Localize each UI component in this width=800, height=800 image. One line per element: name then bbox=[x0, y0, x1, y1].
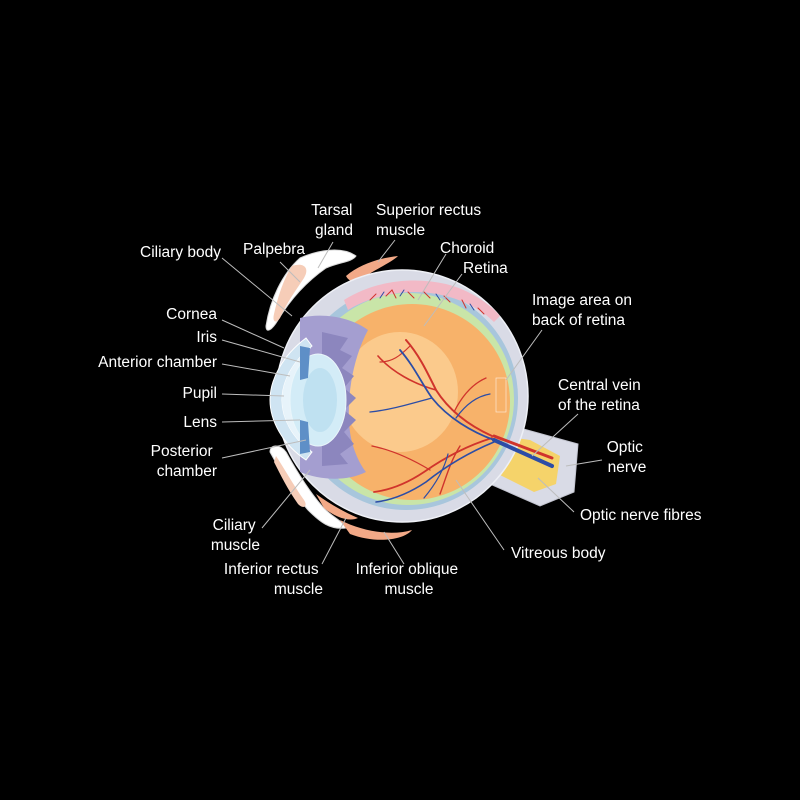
iris bbox=[300, 346, 310, 454]
label-optic-nerve: Optic nerve bbox=[607, 439, 648, 476]
label-retina: Retina bbox=[463, 260, 508, 277]
leader-ciliary-body bbox=[221, 257, 293, 317]
label-image-area: Image area on back of retina bbox=[532, 292, 636, 329]
leader-palpebra bbox=[279, 261, 301, 283]
leader-anterior-chamber bbox=[221, 363, 291, 377]
leader-superior-rectus bbox=[377, 239, 396, 263]
central-vein-of-retina bbox=[492, 438, 554, 468]
leader-lens bbox=[221, 419, 301, 423]
leader-optic-nerve bbox=[565, 459, 603, 467]
label-central-vein: Central vein of the retina bbox=[558, 377, 645, 414]
image-area-marker bbox=[495, 377, 507, 413]
leader-posterior-chamber bbox=[221, 439, 307, 459]
inferior-rectus-muscle bbox=[316, 494, 358, 520]
label-ciliary-body: Ciliary body bbox=[140, 244, 221, 261]
artery-branch bbox=[453, 377, 487, 413]
artery-branch bbox=[373, 437, 493, 493]
label-choroid: Choroid bbox=[440, 240, 494, 257]
lens-core bbox=[303, 368, 337, 432]
label-iris: Iris bbox=[196, 329, 217, 346]
label-posterior-chamber: Posterior chamber bbox=[151, 443, 217, 480]
label-inferior-oblique: Inferior oblique muscle bbox=[356, 561, 463, 598]
choroid-vessels bbox=[379, 289, 475, 311]
label-palpebra: Palpebra bbox=[243, 241, 305, 258]
leader-cornea bbox=[221, 319, 285, 349]
leader-iris bbox=[221, 339, 301, 363]
leader-ciliary-muscle bbox=[261, 469, 311, 529]
artery-branch bbox=[439, 445, 461, 495]
leader-tarsal-gland bbox=[317, 241, 334, 269]
label-tarsal-gland: Tarsal gland bbox=[311, 202, 357, 239]
vein-branch bbox=[455, 393, 491, 419]
artery-branch bbox=[377, 355, 437, 391]
label-lens: Lens bbox=[183, 414, 217, 431]
label-ciliary-muscle: Ciliary muscle bbox=[211, 517, 260, 554]
label-superior-rectus: Superior rectus muscle bbox=[376, 202, 485, 239]
leader-image-area bbox=[505, 329, 543, 381]
label-vitreous-body: Vitreous body bbox=[511, 545, 606, 562]
leader-lines bbox=[221, 239, 603, 565]
leader-inferior-oblique bbox=[383, 531, 405, 565]
retinal-vessels bbox=[369, 289, 554, 503]
label-anterior-chamber: Anterior chamber bbox=[98, 354, 217, 371]
tarsal-plate-lower bbox=[274, 456, 306, 507]
leader-inferior-rectus bbox=[321, 517, 347, 565]
leader-vitreous-body bbox=[455, 479, 505, 551]
leader-choroid bbox=[417, 253, 447, 301]
vitreous-highlight bbox=[342, 332, 458, 452]
leader-optic-nerve-fibres bbox=[537, 477, 575, 513]
leader-central-vein bbox=[531, 413, 579, 457]
label-optic-nerve-fibres: Optic nerve fibres bbox=[580, 507, 702, 524]
leader-pupil bbox=[221, 393, 285, 397]
vein-branch bbox=[375, 441, 495, 503]
eye-illustration bbox=[265, 249, 579, 540]
central-artery-of-retina bbox=[492, 434, 554, 460]
labels: Tarsal gland Superior rectus muscle Cili… bbox=[98, 202, 702, 598]
label-cornea: Cornea bbox=[166, 306, 217, 323]
label-pupil: Pupil bbox=[183, 385, 217, 402]
label-inferior-rectus: Inferior rectus muscle bbox=[224, 561, 323, 598]
vein-branch bbox=[369, 397, 433, 413]
choroid-vessels bbox=[369, 289, 485, 315]
artery-branch bbox=[379, 345, 411, 363]
choroid-pink-layer bbox=[344, 280, 500, 322]
inferior-oblique-muscle bbox=[340, 520, 412, 540]
artery-branch bbox=[371, 445, 431, 471]
anterior-chamber bbox=[282, 346, 312, 452]
vein-branch bbox=[423, 453, 449, 499]
superior-rectus-muscle bbox=[346, 256, 398, 282]
leader-retina bbox=[423, 273, 463, 327]
